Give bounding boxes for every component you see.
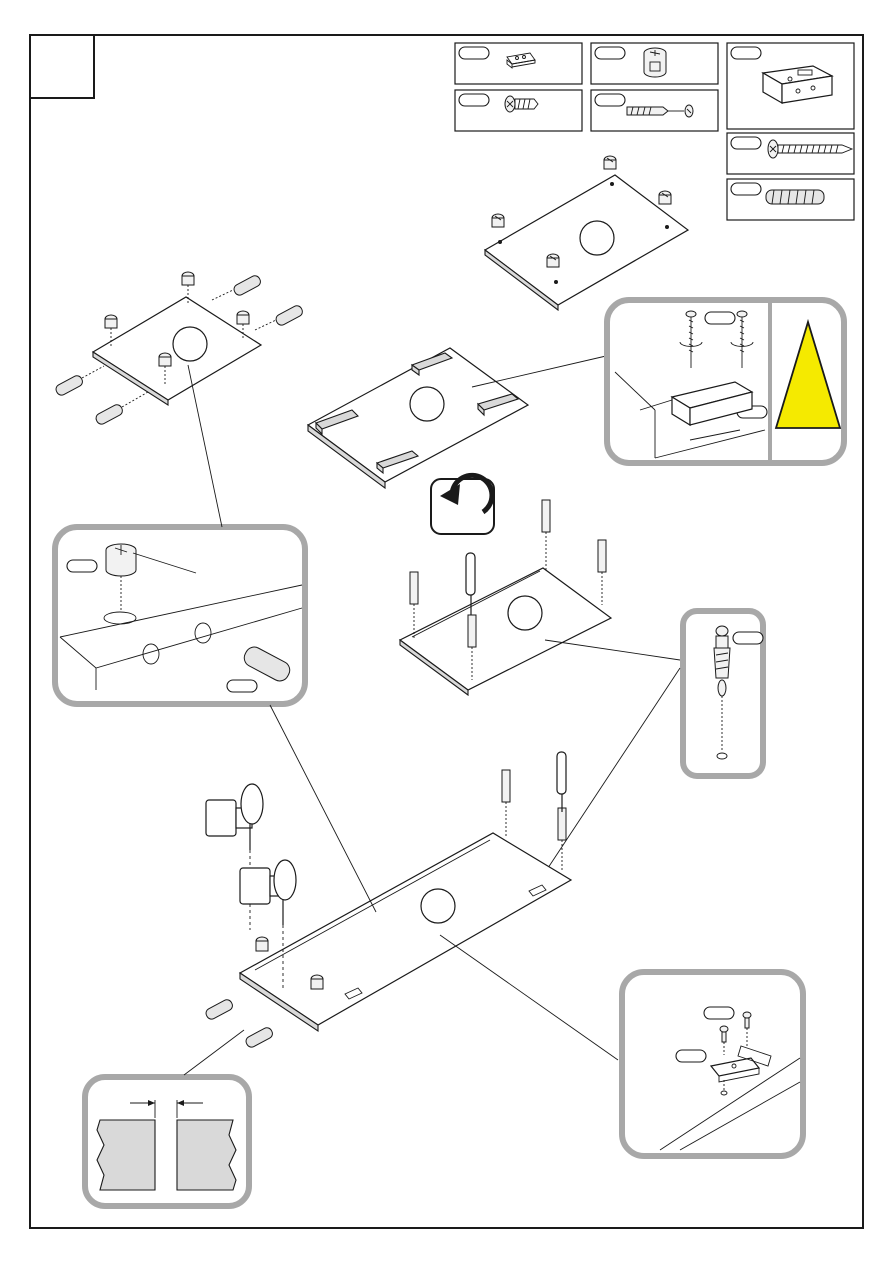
cam-lock: [604, 156, 616, 169]
base-panel: [204, 705, 618, 1060]
part-tag: [67, 560, 97, 572]
panel-with-brackets: [308, 348, 606, 488]
legend-wood-dowel: [727, 179, 854, 220]
part-tag: [731, 47, 761, 59]
top-panel-with-cams: [485, 156, 688, 310]
cam-lock: [659, 191, 671, 204]
edge-gap-detail: [85, 1077, 249, 1206]
cam-lock-icon: [644, 48, 666, 77]
cam-lock: [256, 937, 268, 951]
wood-dowel: [204, 998, 234, 1021]
part-tag: [227, 680, 257, 692]
part-tag: [595, 47, 625, 59]
parts-legend: [455, 43, 854, 220]
step-number-box: [30, 35, 94, 98]
cam-bolt: [542, 500, 550, 570]
part-tag: [731, 137, 761, 149]
part-tag: [704, 1007, 734, 1019]
cam-bolt: [502, 770, 510, 838]
wood-dowel: [212, 274, 262, 300]
cam-bolt-detail: [683, 611, 763, 776]
part-tag: [731, 183, 761, 195]
connector-plate-detail: [622, 972, 803, 1156]
part-tag: [676, 1050, 706, 1062]
part-tag: [459, 47, 489, 59]
wood-dowel: [54, 366, 104, 397]
legend-short-screw: [455, 90, 582, 131]
legend-connector-plate: [455, 43, 582, 84]
part-tag: [705, 312, 735, 324]
rotate-arrow-icon: [431, 475, 494, 534]
cam-lock: [492, 214, 504, 227]
rubber-hammer-icon: [206, 784, 263, 930]
part-tag: [459, 94, 489, 106]
wood-dowel: [255, 304, 304, 330]
wood-dowel: [94, 392, 148, 426]
cam-bolt: [598, 540, 606, 605]
part-tag: [733, 632, 763, 644]
part-tag: [595, 94, 625, 106]
side-panel-with-cams-and-dowels: [54, 272, 304, 426]
cam-lock: [311, 975, 323, 989]
screwdriver-icon: [557, 752, 566, 812]
legend-bracket-block: [727, 43, 854, 129]
legend-cam-lock: [591, 43, 718, 84]
cam-bolt: [410, 572, 418, 638]
cam-bolt: [558, 808, 566, 870]
wood-dowel: [244, 1026, 274, 1049]
legend-long-screw: [727, 133, 854, 174]
wood-dowel-icon: [766, 190, 824, 204]
cam-lock: [547, 254, 559, 267]
bracket-screw-detail: [607, 300, 844, 463]
legend-cam-bolt: [591, 90, 718, 131]
cam-insert-detail: [55, 527, 305, 704]
